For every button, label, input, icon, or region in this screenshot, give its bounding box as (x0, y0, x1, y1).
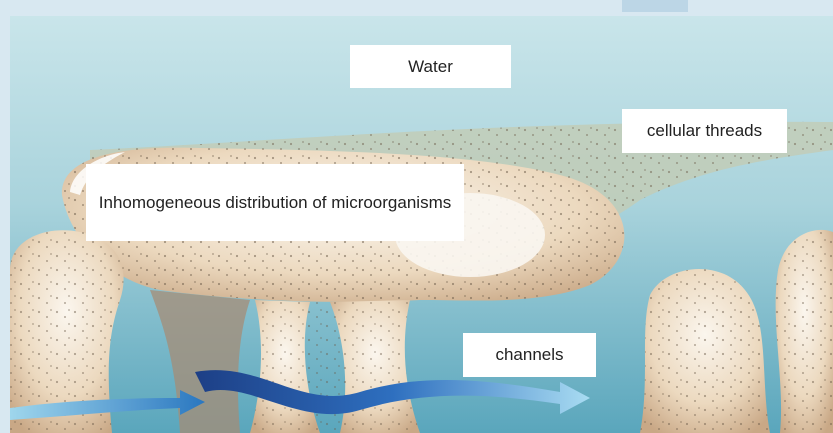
cellular-threads-label: cellular threads (622, 109, 787, 153)
top-tab-marker (622, 0, 688, 12)
channels-label: channels (463, 333, 596, 377)
water-label: Water (350, 45, 511, 88)
inhomogeneous-distribution-label: Inhomogeneous distribution of microorgan… (86, 164, 464, 241)
